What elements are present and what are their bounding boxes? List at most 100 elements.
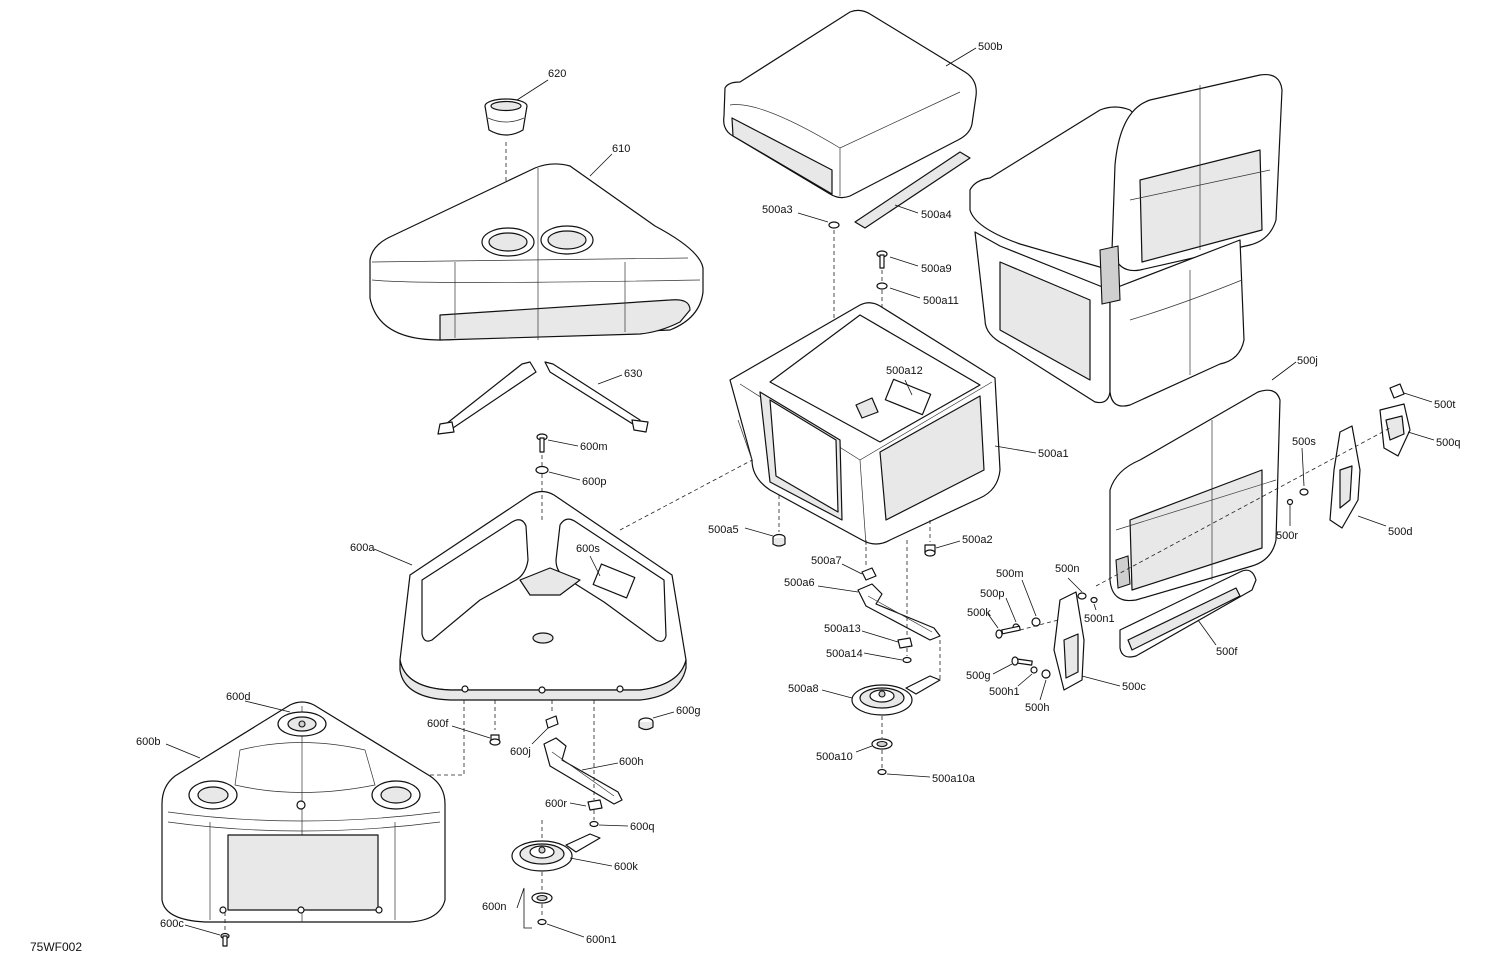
callout-500h1: 500h1: [989, 686, 1020, 698]
callout-600j: 600j: [510, 746, 531, 758]
callout-500k: 500k: [967, 607, 991, 619]
callout-620: 620: [548, 68, 566, 80]
callout-600g: 600g: [676, 705, 700, 717]
part-500a6-bracket: [857, 583, 941, 641]
part-620-cup-insert: [484, 98, 528, 136]
callout-610: 610: [612, 143, 630, 155]
part-500s-screw: [1299, 488, 1309, 496]
part-500b-seat-cushion: [723, 9, 977, 199]
callout-500a3: 500a3: [762, 204, 793, 216]
callout-600c: 600c: [160, 918, 184, 930]
part-600n1-nut: [537, 918, 547, 926]
callout-500g: 500g: [966, 670, 990, 682]
callout-500a13: 500a13: [824, 623, 861, 635]
part-500a9-screw: [876, 250, 888, 269]
callout-600s: 600s: [576, 543, 600, 555]
callout-500c: 500c: [1122, 681, 1146, 693]
callout-600f: 600f: [427, 718, 449, 730]
callout-600m: 600m: [580, 441, 608, 453]
part-600j-clip: [545, 715, 559, 729]
callout-500a4: 500a4: [921, 209, 952, 221]
part-630-brackets: [437, 361, 649, 435]
callout-500m: 500m: [996, 568, 1024, 580]
part-500a13-pin: [897, 637, 913, 649]
callout-500p: 500p: [980, 588, 1004, 600]
callout-600h: 600h: [619, 756, 643, 768]
part-500a11-washer: [876, 282, 888, 290]
callout-600d: 600d: [226, 691, 250, 703]
callout-500f: 500f: [1216, 646, 1238, 658]
callout-630: 630: [624, 368, 642, 380]
part-600c-screw: [220, 932, 230, 947]
callout-600b: 600b: [136, 736, 160, 748]
part-500h-nut: [1041, 669, 1051, 679]
part-600n-gear: [531, 892, 553, 904]
callout-500b: 500b: [978, 41, 1002, 53]
callout-600n1: 600n1: [586, 934, 617, 946]
part-500a14-nut: [902, 656, 912, 664]
callout-500d: 500d: [1388, 526, 1412, 538]
part-500c-hinge: [1053, 591, 1085, 691]
part-500a7-clip: [861, 567, 877, 581]
part-500a4-strip: [854, 151, 971, 229]
callout-500h: 500h: [1025, 702, 1049, 714]
callout-500a8: 500a8: [788, 683, 819, 695]
part-500h1-washer: [1030, 666, 1038, 674]
assembled-seat: [969, 73, 1283, 407]
part-500a10-gear: [871, 738, 893, 750]
part-600h-swivel-bracket: [543, 737, 623, 805]
callout-500a9: 500a9: [921, 263, 952, 275]
part-500a2-fastener: [924, 544, 936, 557]
callout-500a11: 500a11: [923, 295, 959, 307]
part-600f-fastener: [489, 734, 501, 746]
callout-600r: 600r: [545, 798, 567, 810]
callout-500a10: 500a10: [816, 751, 853, 763]
callout-600n: 600n: [482, 901, 506, 913]
callout-600k: 600k: [614, 861, 638, 873]
callout-500t: 500t: [1434, 399, 1455, 411]
part-500f-base-panel: [1119, 569, 1257, 658]
part-500n-screw: [1077, 592, 1087, 600]
part-500a5-foot: [772, 533, 786, 547]
part-600r-pin: [587, 799, 603, 811]
part-600q-nut: [589, 820, 599, 828]
part-500a8-swivel-plate: [851, 675, 941, 716]
callout-500n: 500n: [1055, 563, 1079, 575]
callout-500a14: 500a14: [826, 648, 863, 660]
callout-600p: 600p: [582, 476, 606, 488]
part-500a1-seat-base: [729, 302, 1001, 546]
part-500r-pin: [1286, 498, 1294, 506]
callout-500s: 500s: [1292, 436, 1316, 448]
part-500g-bolt: [1011, 656, 1033, 666]
part-600m-screw: [536, 433, 548, 453]
callout-600a: 600a: [350, 542, 375, 554]
callout-500r: 500r: [1276, 530, 1298, 542]
callout-600q: 600q: [630, 821, 654, 833]
part-600p-washer: [535, 465, 549, 475]
part-500j-backrest: [1109, 389, 1281, 602]
part-600a-base-frame: [399, 490, 687, 701]
callout-500a10a: 500a10a: [932, 773, 976, 785]
callout-500a1: 500a1: [1038, 448, 1069, 460]
part-500k-bolt: [995, 625, 1021, 639]
callout-500a5: 500a5: [708, 524, 739, 536]
part-500d-hinge: [1329, 425, 1361, 529]
part-500q-bracket: [1379, 403, 1411, 457]
part-600k-swivel-plate: [511, 833, 601, 872]
part-500t-cap: [1389, 383, 1405, 399]
part-500n1-screw: [1090, 596, 1098, 604]
callout-500q: 500q: [1436, 437, 1460, 449]
part-500m-washer: [1031, 617, 1041, 627]
figure-reference: 75WF002: [30, 940, 82, 954]
callout-500a12: 500a12: [886, 365, 923, 377]
callout-500a7: 500a7: [811, 555, 842, 567]
part-600g-foot: [638, 717, 654, 731]
callout-500a6: 500a6: [784, 577, 815, 589]
part-610-top-cover: [369, 163, 704, 341]
callout-500a2: 500a2: [962, 534, 993, 546]
callout-500j: 500j: [1297, 355, 1318, 367]
part-500a3-grommet: [828, 221, 840, 229]
part-600b-base-tub: [161, 701, 446, 923]
part-500a10a-nut: [877, 768, 887, 776]
